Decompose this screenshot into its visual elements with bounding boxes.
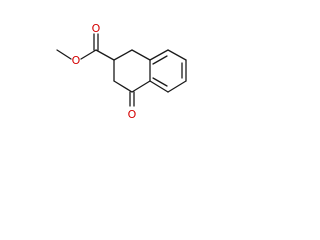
bond-ar1	[149, 49, 169, 61]
bond-ar2	[167, 49, 187, 61]
bond-ar-inner-3	[152, 77, 168, 87]
bond-ar-inner-1	[152, 55, 168, 65]
bond-c3-c4	[131, 80, 151, 93]
bond-ar5	[149, 80, 169, 93]
ester-ether-oxygen-label: O	[72, 54, 81, 67]
bond-ester-c-o	[80, 49, 97, 60]
bond-ester-o-methyl	[56, 49, 72, 60]
molecule-structure-diagram: O O O	[56, 22, 187, 121]
bond-c1-c2	[131, 49, 151, 61]
bond-ring-to-ester-carbon	[95, 49, 115, 61]
bond-c4-c5	[113, 80, 133, 93]
bond-ar4	[167, 80, 187, 93]
bond-c6-c1	[113, 49, 133, 61]
ketone-oxygen-label: O	[128, 108, 137, 121]
ester-carbonyl-oxygen-label: O	[92, 22, 101, 35]
